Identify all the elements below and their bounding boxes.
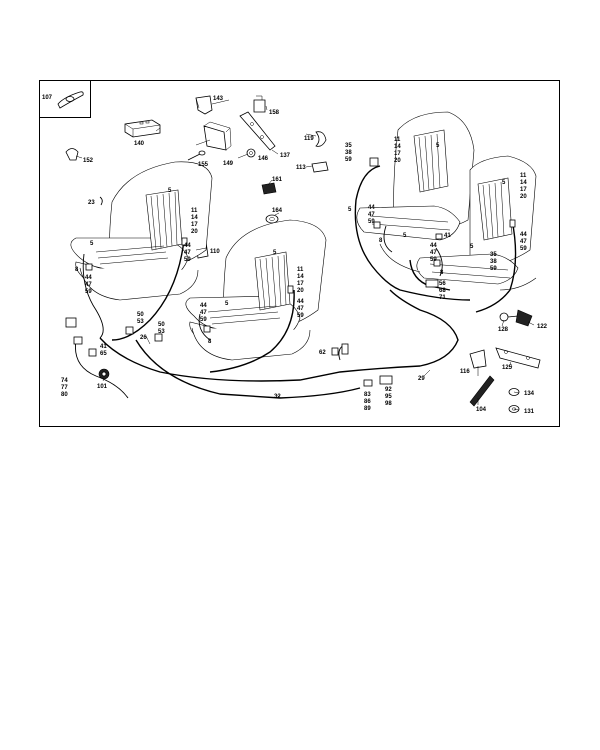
seat-rear-bench xyxy=(356,111,537,291)
label-8-d: 8 xyxy=(440,270,444,276)
label-107: 107 xyxy=(42,95,53,101)
inset-box-107 xyxy=(39,80,91,118)
label-131: 131 xyxy=(524,409,535,415)
stack-s7: 44 47 59 xyxy=(368,205,376,225)
label-5-a: 5 xyxy=(168,188,172,194)
label-110: 110 xyxy=(210,249,220,255)
seat-front-right xyxy=(185,219,327,361)
label-5-h: 5 xyxy=(502,180,506,186)
label-41-a: 41 xyxy=(444,233,451,239)
stack-s18: 92 95 98 xyxy=(385,387,393,407)
label-5-b: 5 xyxy=(90,241,94,247)
label-119: 119 xyxy=(304,136,314,142)
part-107-cable-tie xyxy=(57,91,84,109)
part-161-cover xyxy=(261,182,277,195)
part-155-screw xyxy=(187,150,206,161)
label-113: 113 xyxy=(296,165,306,171)
label-152: 152 xyxy=(83,158,94,164)
stack-s19: 44 47 59 xyxy=(85,275,93,295)
part-146-nut xyxy=(246,148,256,158)
label-101: 101 xyxy=(97,384,108,390)
stack-s2: 44 47 59 xyxy=(184,243,192,263)
label-62: 62 xyxy=(319,350,326,356)
stack-s4: 44 47 59 xyxy=(297,299,305,319)
seat-front-left xyxy=(70,161,213,301)
stack-s12: 56 68 71 xyxy=(439,281,447,301)
part-122-bracket xyxy=(515,309,533,327)
stack-s13: 50 53 xyxy=(137,312,145,325)
label-32: 32 xyxy=(274,394,281,400)
part-164-grommet xyxy=(265,214,279,224)
stack-s14: 50 53 xyxy=(158,322,166,335)
connectors xyxy=(65,157,516,387)
label-5-e: 5 xyxy=(436,143,440,149)
part-125-rail xyxy=(495,347,541,369)
stack-s8: 44 47 59 xyxy=(430,243,438,263)
label-104: 104 xyxy=(476,407,487,413)
label-137: 137 xyxy=(280,153,291,159)
label-8-a: 8 xyxy=(75,267,79,273)
part-113-connector xyxy=(311,161,329,173)
label-8-b: 8 xyxy=(208,339,212,345)
label-161: 161 xyxy=(272,177,283,183)
stack-s9: 35 38 59 xyxy=(490,252,498,272)
label-23: 23 xyxy=(88,200,95,206)
label-116: 116 xyxy=(460,369,470,375)
label-5-i: 5 xyxy=(470,244,474,250)
part-23-hook xyxy=(99,196,103,206)
part-140-control-unit xyxy=(124,119,161,138)
leader-lines xyxy=(75,99,535,411)
label-128: 128 xyxy=(498,327,509,333)
label-5-f: 5 xyxy=(348,207,352,213)
part-104-tool xyxy=(469,375,495,407)
label-155: 155 xyxy=(198,162,209,168)
part-128-switch xyxy=(499,312,519,322)
label-5-d: 5 xyxy=(225,301,229,307)
callouts: 107 140 143 158 149 155 146 137 119 152 … xyxy=(42,95,548,415)
label-8-c: 8 xyxy=(379,238,383,244)
label-5-c: 5 xyxy=(273,250,277,256)
stack-s5: 35 38 59 xyxy=(345,143,353,163)
stack-s17: 83 86 89 xyxy=(364,392,372,412)
label-149: 149 xyxy=(223,161,234,167)
stack-s1: 11 14 17 20 xyxy=(191,208,199,235)
stack-s20: 44 47 59 xyxy=(200,303,208,323)
label-134: 134 xyxy=(524,391,535,397)
part-152-clamp xyxy=(65,148,79,161)
stack-s3: 11 14 17 20 xyxy=(297,267,305,294)
label-26: 26 xyxy=(140,335,147,341)
stack-s15: 41 65 xyxy=(100,344,108,357)
label-122: 122 xyxy=(537,324,548,330)
label-146: 146 xyxy=(258,156,269,162)
part-116-clip xyxy=(469,349,487,369)
stack-s16: 74 77 80 xyxy=(61,378,69,398)
label-164: 164 xyxy=(272,208,283,214)
stack-s6: 11 14 17 20 xyxy=(394,137,402,164)
stack-s10: 11 14 17 20 xyxy=(520,173,528,200)
label-125: 125 xyxy=(502,365,513,371)
part-143-bracket xyxy=(195,95,213,115)
part-119-clip xyxy=(315,131,327,147)
label-143: 143 xyxy=(213,96,224,102)
label-140: 140 xyxy=(134,141,145,147)
part-158-clip xyxy=(253,95,266,113)
label-5-g: 5 xyxy=(403,233,407,239)
label-158: 158 xyxy=(269,110,280,116)
part-101-grommet xyxy=(98,368,110,380)
label-29: 29 xyxy=(418,376,425,382)
part-137-strap xyxy=(239,111,276,151)
part-149-module xyxy=(203,121,232,151)
stack-s11: 44 47 59 xyxy=(520,232,528,252)
